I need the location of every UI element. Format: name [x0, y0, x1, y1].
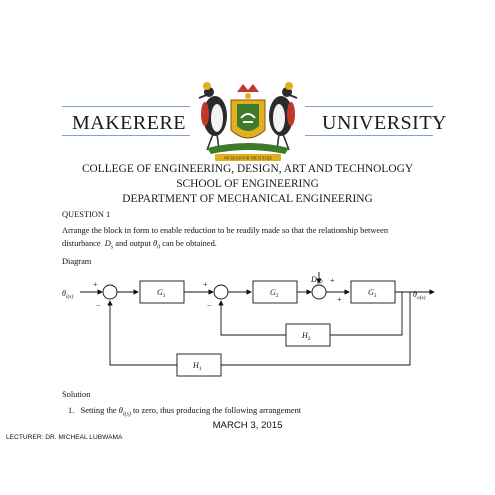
input-label: θi(s) — [62, 289, 73, 300]
header-rule-right — [305, 106, 433, 107]
footer-lecturer: LECTURER: DR. MICHEAL LUBWAMA — [6, 434, 123, 441]
university-name-left: MAKERERE — [72, 112, 186, 134]
solution-step-pre: Setting the — [80, 406, 117, 415]
block-h2-label: H2 — [301, 331, 311, 342]
crest-base — [207, 143, 289, 154]
sign-plus-2: + — [203, 280, 208, 289]
solution-title: Solution — [62, 390, 91, 399]
feedback-path-h2 — [330, 292, 403, 336]
block-h1-label: H1 — [192, 361, 202, 372]
solution-step-number: 1. — [68, 406, 75, 415]
header-rule-bottom-left — [62, 135, 190, 136]
summing-junction-2 — [213, 284, 229, 300]
block-h1 — [176, 353, 222, 377]
solution-step-1: 1. Setting the θi(s) to zero, thus produ… — [68, 404, 301, 422]
college-title: COLLEGE OF ENGINEERING, DESIGN, ART AND … — [81, 163, 414, 175]
sign-plus-4: + — [337, 295, 342, 304]
department-title: DEPARTMENT OF MECHANICAL ENGINEERING — [122, 193, 373, 205]
question-text-post: can be obtained. — [162, 239, 217, 248]
header-rule-bottom-right — [305, 135, 433, 136]
right-crane-icon — [269, 82, 298, 151]
solution-step-post: to zero, thus producing the following ar… — [132, 406, 302, 415]
left-crane-icon — [198, 82, 227, 151]
shield-icon — [230, 84, 266, 139]
summing-junction-1 — [102, 284, 118, 300]
sign-plus-1: + — [93, 280, 98, 289]
question-text-pre: disturbance — [62, 239, 101, 248]
disturbance-label: D(s) — [310, 275, 323, 285]
disturbance-symbol: D — [104, 239, 111, 248]
question-text-line2: disturbance Ds and output θ0 can be obta… — [62, 237, 217, 255]
question-text-line1: Arrange the block in form to enable redu… — [62, 226, 389, 235]
solution-step-subscript: i(s) — [122, 411, 131, 418]
sign-minus-1: − — [96, 301, 101, 310]
footer-date: MARCH 3, 2015 — [212, 420, 283, 431]
output-symbol: θ — [152, 239, 158, 248]
block-h2 — [285, 323, 331, 347]
crest-ribbon — [215, 154, 281, 161]
crest-motto: WE BUILD FOR THE FUTURE — [224, 157, 273, 161]
school-title: SCHOOL OF ENGINEERING — [176, 178, 319, 190]
disturbance-subscript: s — [110, 244, 114, 251]
block-g1-label: G1 — [157, 288, 166, 299]
sign-plus-3: + — [330, 276, 335, 285]
header-rule-left — [62, 106, 190, 107]
block-g2-label: G2 — [270, 288, 279, 299]
output-label: θo(s) — [413, 290, 426, 301]
university-crest-logo: WE BUILD FOR THE FUTURE — [198, 82, 298, 161]
summing-junction-3 — [311, 284, 327, 300]
question-title: QUESTION 1 — [62, 210, 111, 219]
question-text-mid: and output — [115, 239, 151, 248]
sign-minus-2: − — [207, 301, 212, 310]
block-g3-label: G3 — [368, 288, 377, 299]
diagram-label: Diagram — [62, 257, 92, 266]
solution-step-symbol: θ — [118, 406, 123, 415]
university-name-right: UNIVERSITY — [322, 112, 447, 134]
output-subscript: 0 — [157, 244, 161, 251]
feedback-path-h1 — [221, 292, 411, 366]
